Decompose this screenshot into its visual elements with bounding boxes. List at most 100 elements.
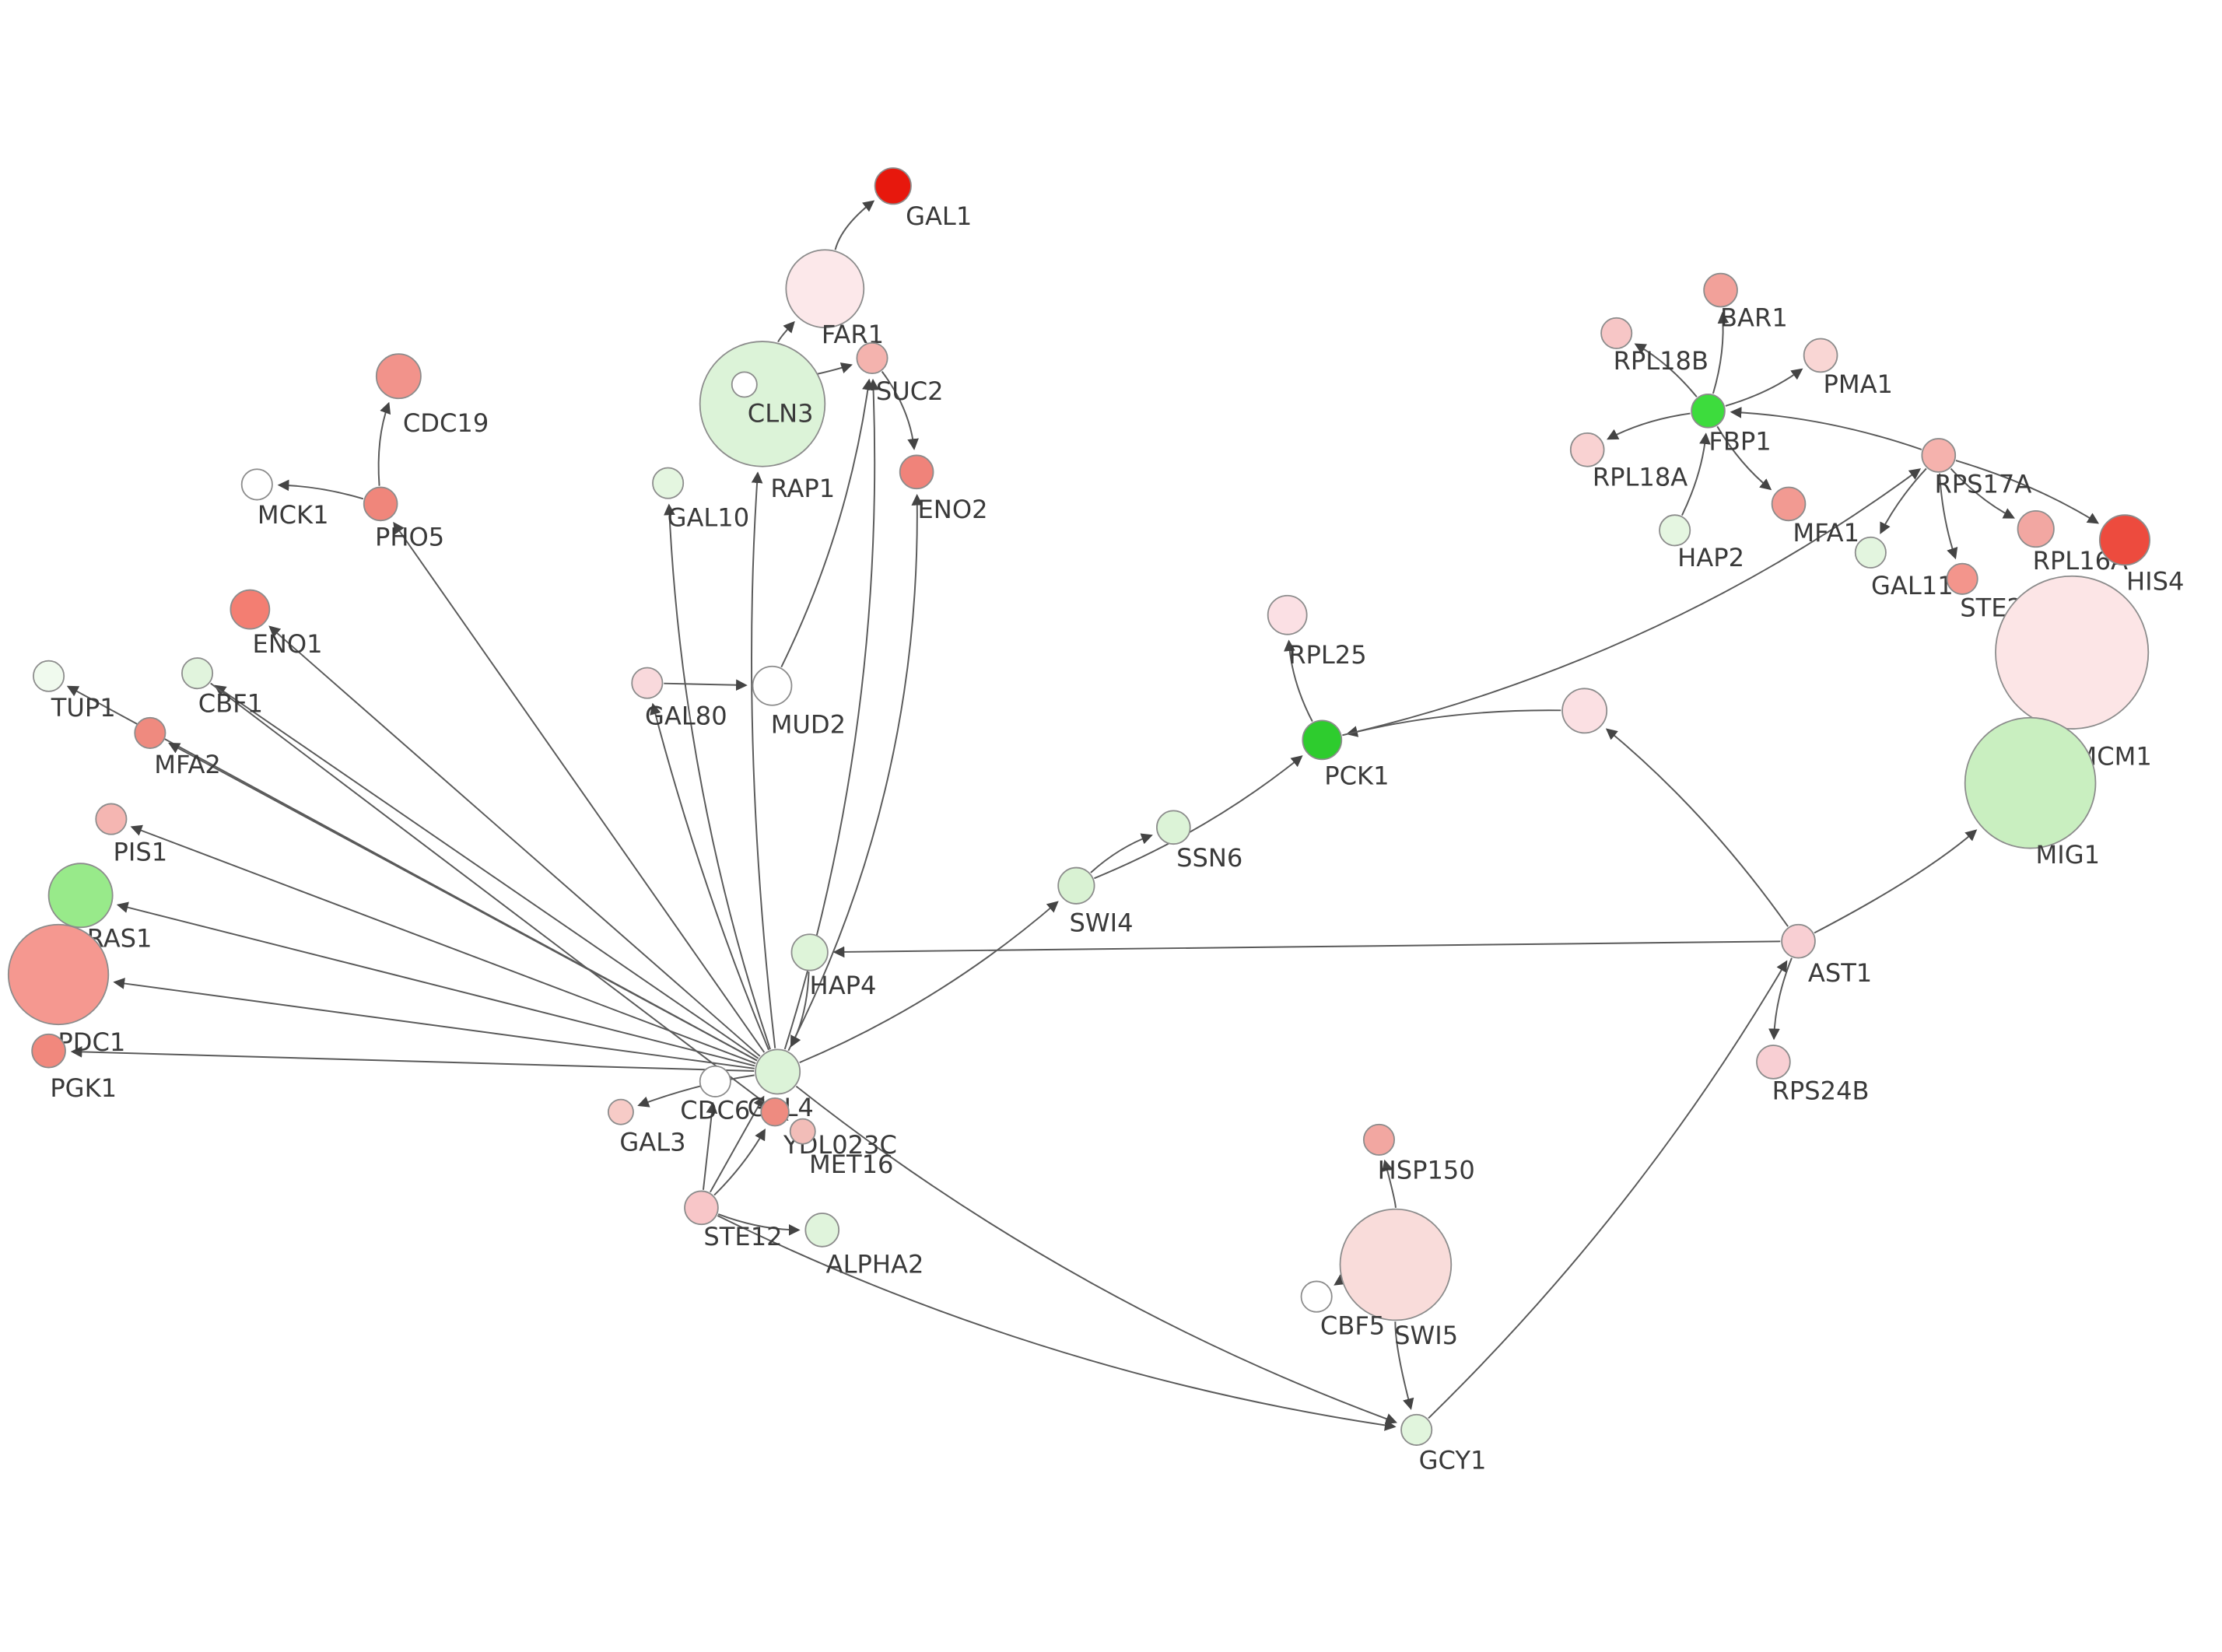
node-label-GAL1: GAL1 bbox=[906, 201, 972, 231]
node-label-AST1: AST1 bbox=[1808, 958, 1872, 988]
graph-node-SSN6: SSN6 bbox=[1156, 810, 1242, 873]
graph-node-TUP1: TUP1 bbox=[33, 660, 116, 723]
node-circle-CDC19[interactable] bbox=[375, 353, 422, 400]
node-circle-RAP1[interactable] bbox=[731, 371, 758, 398]
node-circle-STE2[interactable] bbox=[1946, 562, 1978, 595]
graph-node-CDC6: CDC6 bbox=[680, 1065, 750, 1125]
node-label-ALPHA2: ALPHA2 bbox=[826, 1250, 924, 1279]
node-label-PCK1: PCK1 bbox=[1324, 761, 1389, 790]
node-circle-PHO5[interactable] bbox=[363, 486, 398, 522]
node-circle-MCK1[interactable] bbox=[240, 468, 273, 501]
edge-GAL4-ENO1 bbox=[268, 625, 761, 1057]
node-circle-BAR1[interactable] bbox=[1703, 272, 1738, 308]
node-circle-RAS1[interactable] bbox=[47, 863, 114, 929]
graph-node-PCK1: PCK1 bbox=[1302, 719, 1390, 790]
node-circle-MIG1[interactable] bbox=[1964, 716, 2097, 849]
graph-node-RPL25: RPL25 bbox=[1267, 594, 1367, 670]
graph-node-MCK1: MCK1 bbox=[240, 468, 329, 530]
graph-node-ENO1: ENO1 bbox=[230, 589, 323, 659]
edge-STE12-YDL023C bbox=[713, 1128, 766, 1196]
node-label-TUP1: TUP1 bbox=[51, 693, 116, 723]
node-circle-CDC6[interactable] bbox=[699, 1065, 731, 1097]
node-circle-SWI5[interactable] bbox=[1339, 1208, 1453, 1321]
edge-GAL4-PHO5 bbox=[393, 521, 766, 1053]
node-circle-CBF1[interactable] bbox=[181, 657, 214, 690]
node-circle-SSN6[interactable] bbox=[1156, 810, 1191, 845]
edge-NODE_X-PCK1 bbox=[1346, 709, 1561, 737]
node-circle-RPL16A[interactable] bbox=[2017, 509, 2055, 548]
node-circle-PCK1[interactable] bbox=[1302, 719, 1343, 761]
node-circle-PMA1[interactable] bbox=[1803, 338, 1838, 373]
edge-FBP1-MFA1 bbox=[1716, 425, 1772, 491]
edge-GAL4-ENO2 bbox=[787, 493, 923, 1052]
node-circle-RPL18B[interactable] bbox=[1600, 317, 1633, 349]
edge-GAL4-PGK1 bbox=[70, 1046, 755, 1073]
node-circle-YDL023C[interactable] bbox=[760, 1097, 790, 1127]
node-circle-STE12[interactable] bbox=[684, 1190, 719, 1226]
edge-RPS17A-FBP1 bbox=[1730, 407, 1922, 450]
nodes-layer: CLN3RAP1GAL1FAR1SUC2ENO2GAL10CDC19MCK1PH… bbox=[7, 167, 2184, 1475]
edge-STE12-GCY1 bbox=[717, 1215, 1397, 1431]
edge-HAP2-FBP1 bbox=[1681, 432, 1711, 516]
graph-node-ALPHA2: ALPHA2 bbox=[804, 1213, 924, 1279]
graph-node-RAS1: RAS1 bbox=[47, 863, 152, 953]
node-circle-PGK1[interactable] bbox=[31, 1033, 66, 1069]
node-circle-HSP150[interactable] bbox=[1362, 1123, 1396, 1156]
node-circle-HAP4[interactable] bbox=[790, 933, 829, 971]
node-circle-FAR1[interactable] bbox=[785, 249, 865, 329]
node-circle-AST1[interactable] bbox=[1781, 923, 1816, 959]
edge-PCK1-RPS17A bbox=[1342, 468, 1922, 737]
edges-layer bbox=[66, 200, 2100, 1431]
node-circle-PDC1[interactable] bbox=[7, 923, 110, 1026]
node-circle-TUP1[interactable] bbox=[33, 660, 65, 692]
node-circle-ENO2[interactable] bbox=[899, 454, 934, 490]
node-circle-RPL18A[interactable] bbox=[1569, 432, 1605, 467]
edge-MUD2-SUC2 bbox=[780, 378, 874, 668]
graph-node-GAL1: GAL1 bbox=[874, 167, 972, 231]
node-circle-SUC2[interactable] bbox=[856, 341, 888, 375]
node-circle-RPL25[interactable] bbox=[1267, 594, 1308, 635]
node-circle-GAL3[interactable] bbox=[607, 1098, 634, 1125]
node-label-ENO2: ENO2 bbox=[918, 495, 988, 524]
node-label-BAR1: BAR1 bbox=[1720, 303, 1788, 332]
node-circle-CBF5[interactable] bbox=[1300, 1280, 1333, 1313]
node-circle-MCM1[interactable] bbox=[1995, 575, 2150, 730]
edge-FBP1-BAR1 bbox=[1712, 312, 1730, 394]
node-circle-GAL10[interactable] bbox=[652, 467, 685, 499]
node-circle-GCY1[interactable] bbox=[1400, 1413, 1433, 1446]
node-circle-NODE_X[interactable] bbox=[1561, 688, 1608, 734]
node-circle-GAL4[interactable] bbox=[755, 1048, 801, 1095]
graph-node-GAL80: GAL80 bbox=[631, 667, 727, 731]
node-label-SWI4: SWI4 bbox=[1069, 908, 1133, 938]
graph-node-PDC1: PDC1 bbox=[7, 923, 125, 1057]
node-circle-GAL11[interactable] bbox=[1854, 536, 1887, 569]
node-circle-RPS24B[interactable] bbox=[1756, 1045, 1791, 1080]
node-circle-MUD2[interactable] bbox=[752, 665, 793, 706]
node-label-GAL80: GAL80 bbox=[645, 702, 727, 731]
edge-GAL4-MFA2 bbox=[168, 742, 758, 1062]
graph-node-HIS4: HIS4 bbox=[2098, 514, 2184, 597]
node-circle-ALPHA2[interactable] bbox=[804, 1213, 840, 1248]
node-circle-MET16[interactable] bbox=[789, 1118, 816, 1145]
node-label-PIS1: PIS1 bbox=[114, 838, 168, 867]
node-circle-MFA2[interactable] bbox=[134, 716, 166, 749]
node-label-GAL3: GAL3 bbox=[619, 1128, 685, 1157]
node-circle-RPS17A[interactable] bbox=[1921, 438, 1957, 473]
node-circle-FBP1[interactable] bbox=[1691, 394, 1726, 429]
graph-node-SWI4: SWI4 bbox=[1057, 866, 1134, 938]
node-label-HAP4: HAP4 bbox=[810, 971, 877, 1000]
node-circle-HAP2[interactable] bbox=[1659, 514, 1691, 547]
edge-SWI4-PCK1 bbox=[1094, 755, 1303, 880]
node-circle-ENO1[interactable] bbox=[230, 589, 271, 630]
node-circle-GAL1[interactable] bbox=[874, 167, 912, 205]
node-circle-CLN3[interactable] bbox=[699, 341, 826, 467]
node-circle-SWI4[interactable] bbox=[1057, 866, 1095, 905]
node-circle-PIS1[interactable] bbox=[95, 803, 128, 835]
node-circle-HIS4[interactable] bbox=[2098, 514, 2150, 566]
node-circle-GAL80[interactable] bbox=[631, 667, 664, 699]
node-label-PGK1: PGK1 bbox=[50, 1073, 117, 1103]
node-circle-MFA1[interactable] bbox=[1771, 486, 1807, 522]
edge-CBF1-MET16 bbox=[210, 682, 789, 1122]
